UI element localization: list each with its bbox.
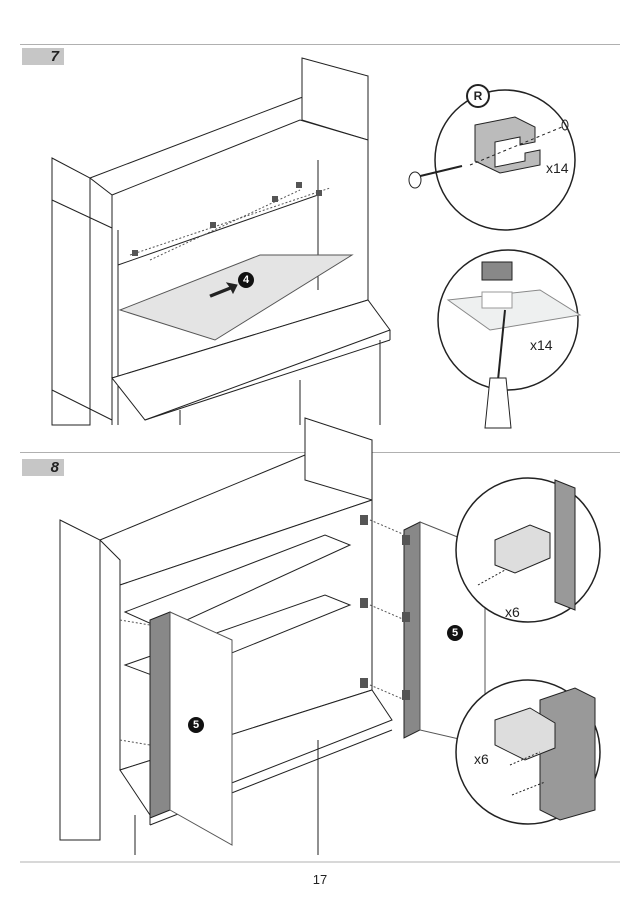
step-7-detail-screwdriver: [437, 249, 582, 429]
top-divider: [20, 44, 620, 45]
page-number: 17: [312, 872, 328, 887]
step-7-detail-2-quantity: x14: [530, 337, 553, 353]
step-7-detail-clip: [408, 89, 576, 231]
step-7-label: 7: [22, 48, 64, 65]
part-4-badge: 4: [238, 272, 254, 288]
step-7-cabinet: [51, 57, 391, 426]
reference-r-badge: R: [466, 84, 490, 108]
step-8-detail-hinge: [455, 679, 601, 825]
step-8-label: 8: [22, 459, 64, 476]
step-8-detail-1-quantity: x6: [505, 604, 520, 620]
step-8-detail-hinge-plate: [455, 477, 601, 623]
step-7-detail-1-quantity: x14: [546, 160, 569, 176]
step-8-cabinet: [59, 417, 486, 855]
part-5-badge-left: 5: [188, 717, 204, 733]
part-5-badge-right: 5: [447, 625, 463, 641]
step-8-detail-2-quantity: x6: [474, 751, 489, 767]
